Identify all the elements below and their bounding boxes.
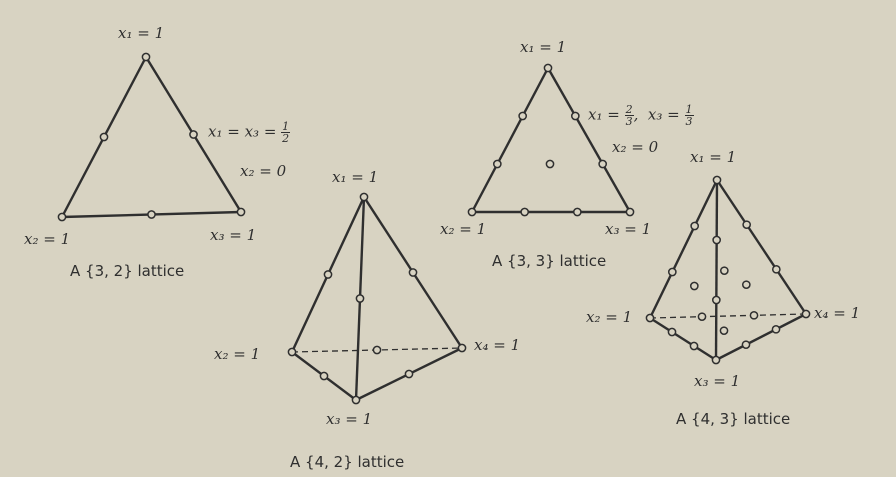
d32-left-vertex-label: x₂ = 1 <box>24 230 71 248</box>
d32-right-vertex-label: x₃ = 1 <box>210 226 257 244</box>
d33-lattice-point <box>545 159 555 169</box>
d32-top-vertex-label: x₁ = 1 <box>118 24 165 42</box>
d42-lattice-point <box>287 347 297 357</box>
d32-frac-num: 1 <box>281 120 291 133</box>
d32-lattice-point <box>99 132 109 142</box>
d43-lattice-point <box>741 280 751 290</box>
d33-lattice-point <box>625 207 635 217</box>
d42-lattice-point <box>351 395 361 405</box>
d43-lattice-point <box>719 326 729 336</box>
d43-edge <box>714 179 719 361</box>
d43-hidden-edge <box>649 313 807 319</box>
d43-edge <box>716 179 807 315</box>
d32-edge-point-prefix: x₁ = x₃ = <box>208 122 277 141</box>
d43-edge <box>648 179 719 319</box>
d43-right-vertex-label: x₄ = 1 <box>814 304 861 322</box>
d32-lattice-point <box>141 52 151 62</box>
d42-lattice-point <box>319 371 329 381</box>
d33-lattice-point <box>598 159 608 169</box>
d42-bottom-vertex-label: x₃ = 1 <box>326 410 373 428</box>
d33-edge-point-a: x₁ = <box>588 105 620 124</box>
d32-lattice-point <box>57 212 67 222</box>
d32-lattice-point <box>236 207 246 217</box>
d33-frac-b-num: 1 <box>684 103 694 116</box>
d43-lattice-point <box>712 235 722 245</box>
d33-edge <box>470 67 550 213</box>
d43-lattice-point <box>719 266 729 276</box>
d43-left-vertex-label: x₂ = 1 <box>586 308 633 326</box>
d33-edge-point-b: x₃ = <box>647 105 680 124</box>
d33-lattice-point <box>518 111 528 121</box>
d33-right-vertex-label: x₃ = 1 <box>605 220 652 238</box>
d42-lattice-point <box>408 268 418 277</box>
d43-lattice-point <box>645 313 655 323</box>
d43-lattice-point <box>749 310 759 320</box>
d33-edge-point-second-label: x₂ = 0 <box>612 138 659 156</box>
d43-lattice-point <box>711 355 721 365</box>
d43-lattice-point <box>742 220 752 230</box>
d33-lattice-point <box>572 207 582 217</box>
d43-lattice-point <box>712 175 722 185</box>
d43-lattice-point <box>771 324 781 334</box>
d43-lattice-point <box>667 267 677 277</box>
d33-frac-a-den: 3 <box>625 115 633 128</box>
d43-lattice-point <box>771 264 781 274</box>
d32-edge-point-second-label: x₂ = 0 <box>240 162 287 180</box>
d42-lattice-point <box>359 192 369 202</box>
d33-lattice-point <box>570 111 580 121</box>
d43-lattice-point <box>689 341 699 351</box>
d32-lattice-point <box>147 210 156 219</box>
d32-lattice-point <box>189 130 198 139</box>
d33-top-vertex-label: x₁ = 1 <box>520 38 567 56</box>
d43-lattice-point <box>711 295 721 305</box>
d43-lattice-point <box>741 340 751 350</box>
d43-bottom-vertex-label: x₃ = 1 <box>694 372 741 390</box>
d42-lattice-point <box>355 294 365 303</box>
d42-lattice-point <box>372 345 382 355</box>
d42-right-vertex-label: x₄ = 1 <box>474 336 521 354</box>
d43-lattice-point <box>690 221 700 231</box>
d32-frac-den: 2 <box>282 132 290 145</box>
d33-edge <box>546 67 632 213</box>
d43-edge <box>649 316 717 362</box>
d42-left-vertex-label: x₂ = 1 <box>214 345 261 363</box>
d33-lattice-point <box>492 159 502 169</box>
d43-lattice-point <box>689 281 699 291</box>
d42-lattice-point <box>323 270 333 279</box>
d33-frac-a-num: 2 <box>624 103 634 116</box>
d33-left-vertex-label: x₂ = 1 <box>440 220 487 238</box>
d32-caption: A {3, 2} lattice <box>70 262 185 280</box>
d42-top-vertex-label: x₁ = 1 <box>332 168 379 186</box>
d43-lattice-point <box>667 327 677 337</box>
d42-caption: A {4, 2} lattice <box>290 453 405 471</box>
d33-lattice-point <box>520 207 530 217</box>
d43-top-vertex-label: x₁ = 1 <box>690 148 737 166</box>
d33-lattice-point <box>467 207 477 217</box>
d33-caption: A {3, 3} lattice <box>492 252 607 270</box>
d42-lattice-point <box>404 369 414 379</box>
d33-lattice-point <box>543 63 553 73</box>
d43-edge <box>715 312 807 362</box>
d43-lattice-point <box>697 312 707 322</box>
d33-frac-b-den: 3 <box>685 115 693 128</box>
d43-caption: A {4, 3} lattice <box>676 410 791 428</box>
d43-lattice-point <box>801 309 811 319</box>
d42-lattice-point <box>457 343 467 353</box>
